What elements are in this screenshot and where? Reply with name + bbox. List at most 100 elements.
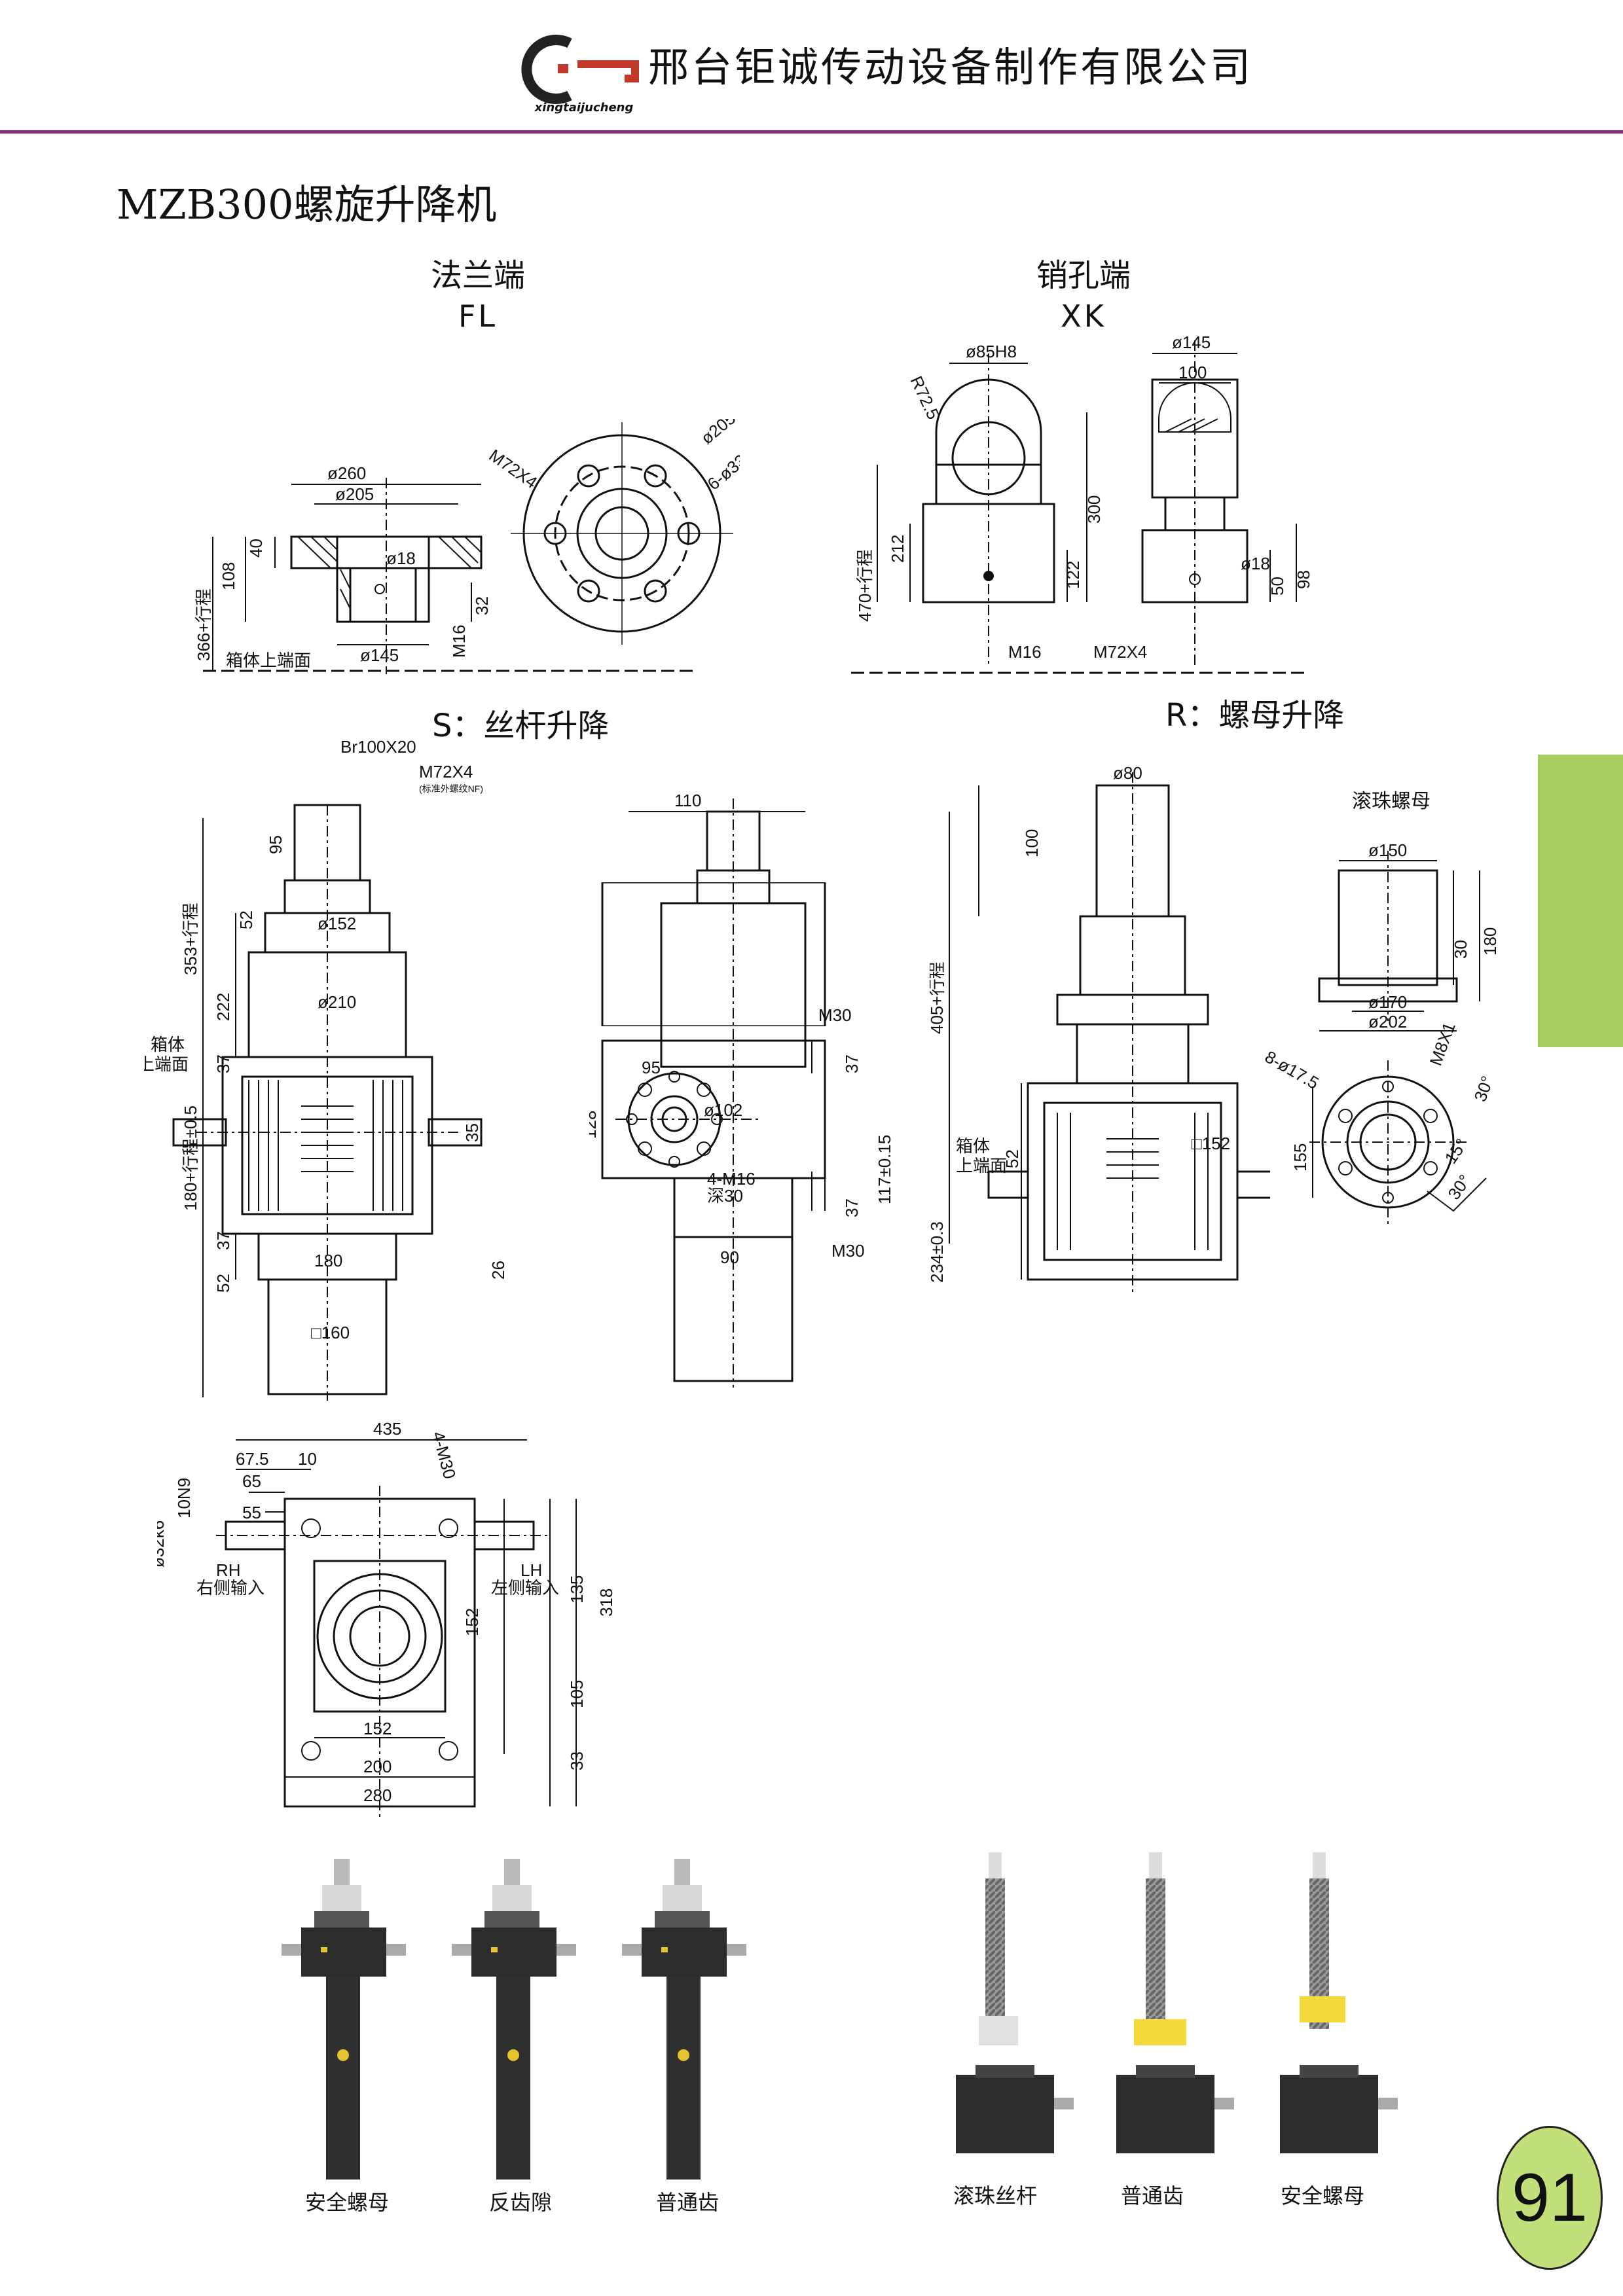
dim-text: 100 — [1022, 829, 1042, 857]
header-rule — [0, 130, 1623, 134]
dim-text: 上端面 — [956, 1156, 1007, 1175]
dim-text: 30° — [1470, 1073, 1497, 1104]
section-xk-title: 销孔端 — [1036, 257, 1131, 294]
dim-text: 52 — [236, 910, 256, 929]
dim-text: □152 — [1192, 1134, 1230, 1153]
dim-text: ø102 — [704, 1100, 742, 1120]
dim-text: M30 — [831, 1241, 865, 1261]
dim-text: 366+行程 — [194, 588, 213, 661]
dim-text: 37 — [213, 1231, 233, 1250]
dim-text: 180+行程±0.5 — [181, 1105, 200, 1211]
dim-text: 30° — [1444, 1171, 1474, 1203]
photo-caption: 安全螺母 — [1280, 2183, 1364, 2208]
dim-text: M72X4 — [486, 445, 541, 492]
dim-text: 8-ø17.5 — [1262, 1047, 1322, 1093]
dim-text: 110 — [674, 791, 701, 810]
dim-text: 280 — [363, 1785, 392, 1805]
dim-text: 300 — [1084, 495, 1104, 524]
photo-caption: 反齿隙 — [488, 2190, 552, 2215]
product-photos-right — [956, 1852, 1398, 2153]
dim-text: Br100X20 — [340, 740, 416, 757]
dim-text: 152 — [462, 1608, 482, 1636]
section-fl-title: 法兰端 — [430, 257, 525, 294]
dim-text: 95 — [642, 1058, 661, 1077]
dim-text: 37 — [842, 1054, 862, 1073]
dim-text: 65 — [242, 1471, 261, 1491]
product-photos-left — [282, 1859, 746, 2179]
dim-text: 52 — [1002, 1149, 1022, 1168]
dim-text: 4-M30 — [428, 1429, 460, 1481]
lh-label: LH — [520, 1560, 542, 1580]
dim-text: 上端面 — [144, 1054, 189, 1074]
company-name: 邢台钜诚传动设备制作有限公司 — [648, 43, 1254, 91]
section-r-title: R：螺母升降 — [1165, 697, 1345, 734]
company-logo: xingtaijucheng — [519, 24, 649, 122]
dim-text: 10N9 — [174, 1478, 194, 1518]
dim-text: 90 — [720, 1247, 739, 1267]
dim-text: 234±0.3 — [930, 1221, 947, 1283]
dim-text: R72.5 — [907, 373, 944, 423]
dim-text: ø145 — [1172, 332, 1211, 352]
dim-text: 98 — [1294, 570, 1313, 589]
dim-text: ø18 — [1241, 554, 1270, 573]
dim-text: □160 — [311, 1323, 350, 1342]
dim-text: 95 — [266, 835, 285, 854]
dim-text: 105 — [567, 1680, 587, 1708]
dim-text: M16 — [449, 624, 469, 658]
dim-text: 33 — [567, 1751, 587, 1770]
ball-nut-drawing: 滚珠螺母 ø150 30 180 ø170 ø202 8-ø17.5 M8X1 … — [1262, 791, 1500, 1224]
photo-caption: 滚珠丝杆 — [953, 2183, 1037, 2208]
dim-text: 180 — [1480, 927, 1500, 956]
dim-text: 100 — [1178, 363, 1207, 382]
s-front-view-drawing: Br100X20 M72X4 (标准外螺纹NF) 95 52 ø152 353+… — [144, 740, 508, 1401]
dim-text: ø85H8 — [966, 342, 1017, 361]
dim-text: 108 — [219, 562, 238, 590]
dim-text: 67.5 — [236, 1449, 269, 1469]
photo-caption: 普通齿 — [1120, 2183, 1184, 2208]
dim-text: 212 — [888, 535, 907, 563]
dim-text: ø145 — [360, 645, 399, 665]
dim-text: 箱体上端面 — [226, 651, 311, 670]
dim-text: 37 — [213, 1054, 233, 1073]
photo-caption: 安全螺母 — [304, 2190, 389, 2215]
dim-text: ø18 — [386, 548, 416, 568]
dim-text: 深30 — [707, 1186, 743, 1206]
dim-text: ø260 — [327, 463, 366, 483]
section-s-title: S：丝杆升降 — [432, 708, 610, 744]
logo-text: xingtaijucheng — [534, 101, 634, 115]
photo-caption: 普通齿 — [655, 2190, 719, 2215]
dim-text: 15° — [1440, 1135, 1471, 1167]
xk-pin-end-drawing: ø85H8 R72.5 212 300 122 470+行程 M16 M72X4… — [851, 332, 1313, 674]
dim-text: ø170 — [1368, 992, 1407, 1012]
dim-text: 4-M16 — [707, 1169, 756, 1189]
dim-text: M72X4 — [419, 762, 473, 781]
dim-text: ø210 — [318, 992, 356, 1012]
dim-text: 435 — [373, 1419, 401, 1439]
s-side-view-drawing: 110 M30 37 95 128 ø102 4-M16 深30 117±0.1… — [589, 791, 894, 1388]
page-number: 91 — [1497, 2126, 1603, 2270]
dim-text: ø205 — [697, 419, 740, 448]
dim-text: ø202 — [1368, 1012, 1407, 1031]
dim-text: (标准外螺纹NF) — [419, 783, 483, 794]
dim-text: M30 — [818, 1005, 852, 1025]
dim-text: 470+行程 — [855, 549, 875, 622]
dim-text: ø150 — [1368, 840, 1407, 860]
dim-text: 10 — [298, 1449, 317, 1469]
lh-input-label: 左侧输入 — [491, 1578, 559, 1598]
dim-text: 128 — [589, 1111, 600, 1139]
rh-label: RH — [216, 1560, 241, 1580]
dim-text: 222 — [213, 993, 233, 1021]
dim-text: 35 — [462, 1123, 482, 1142]
dim-text: 122 — [1063, 561, 1083, 589]
dim-text: M16 — [1008, 642, 1042, 662]
dim-text: 26 — [488, 1261, 508, 1280]
dim-text: 32 — [472, 596, 492, 615]
fl-flange-drawing: ø260 ø205 40 108 366+行程 ø18 32 M16 ø145 … — [194, 419, 740, 674]
chapter-side-tab — [1538, 755, 1623, 1047]
dim-text: 353+行程 — [181, 903, 200, 975]
dim-text: 箱体 — [956, 1136, 990, 1156]
rh-input-label: 右侧输入 — [196, 1578, 264, 1598]
dim-text: 箱体 — [151, 1035, 185, 1054]
dim-text: M72X4 — [1093, 642, 1147, 662]
dim-text: ø152 — [318, 914, 356, 933]
